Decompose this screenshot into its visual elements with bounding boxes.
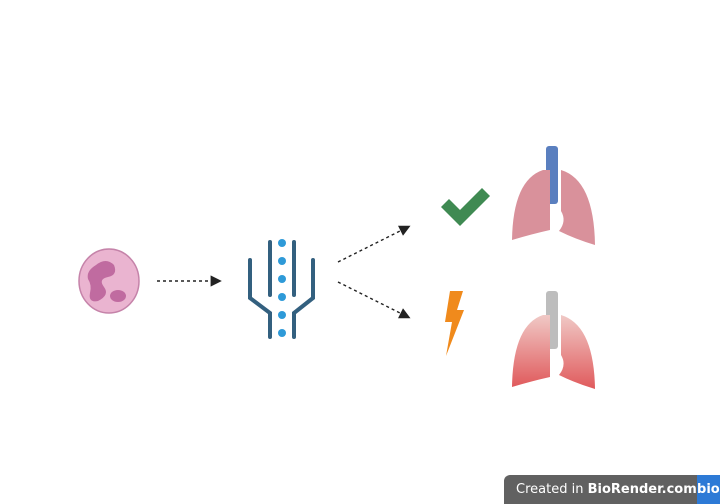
neutrophil-cell-icon [78,248,140,314]
arrow-to-healthy [337,225,411,263]
biorender-badge[interactable]: Created in BioRender.com bio [504,475,720,504]
arrow-to-injury [337,281,411,319]
healthy-lungs-icon [512,146,595,245]
blood-vessel-icon [248,240,315,339]
checkmark-icon [441,188,490,226]
lightning-bolt-icon [445,291,464,356]
neutrophil-dots [278,239,286,337]
badge-text: Created in BioRender.com [516,482,697,497]
biorender-logo: bio [696,475,720,504]
inflamed-lungs-icon [512,291,595,389]
